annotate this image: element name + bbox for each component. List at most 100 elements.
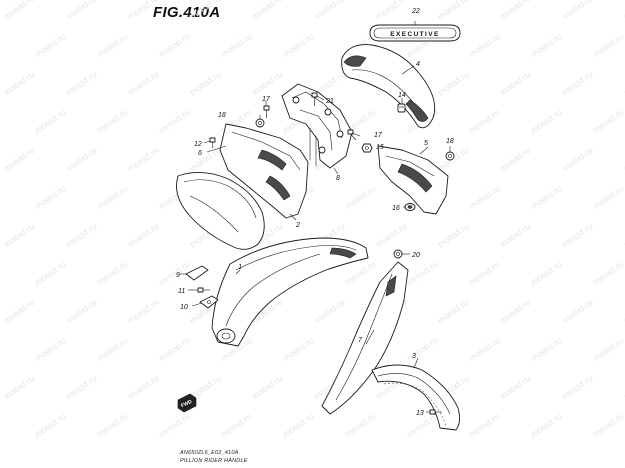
part-10-washer [199,295,219,309]
part-9-cap [185,265,209,281]
leader-lines [180,21,451,413]
watermark-text: motod.ru [250,0,285,22]
watermark-text: motod.ru [33,107,68,136]
watermark-text: motod.ru [343,411,378,440]
label-21: 21 [325,98,334,105]
watermark-text: motod.ru [436,69,471,98]
label-20: 20 [411,252,420,259]
part-6-trim-panel [219,123,309,219]
part-20-grommet [393,249,403,259]
watermark-text: motod.ru [157,411,192,440]
label-13: 13 [416,410,424,417]
watermark-text: motod.ru [64,297,99,326]
watermark-text: motod.ru [64,69,99,98]
watermark-text: motod.ru [312,297,347,326]
watermark-text: motod.ru [498,0,533,22]
watermark-text: motod.ru [591,335,625,364]
watermark-text: motod.ru [498,373,533,402]
watermark-text: motod.ru [126,145,161,174]
label-10: 10 [180,304,188,311]
fwd-arrow-icon: FWD [177,393,197,413]
label-7: 7 [358,337,363,344]
watermark-text: motod.ru [64,0,99,22]
label-2: 2 [295,222,300,229]
watermark-text: motod.ru [2,69,37,98]
part-22-executive-emblem: EXECUTIVE [369,24,461,42]
watermark-text: motod.ru [157,31,192,60]
watermark-text: motod.ru [95,107,130,136]
watermark-text: motod.ru [467,259,502,288]
part-3-inner-fender [371,364,461,431]
watermark-text: motod.ru [157,335,192,364]
label-17-upper: 17 [262,96,271,103]
watermark-text: motod.ru [281,31,316,60]
watermark-text: motod.ru [95,259,130,288]
watermark-text: motod.ru [126,297,161,326]
watermark-text: motod.ru [498,221,533,250]
label-11: 11 [178,288,185,295]
part-11-bolt [197,287,210,293]
watermark-text: motod.ru [436,221,471,250]
watermark-text: motod.ru [2,297,37,326]
watermark-text: motod.ru [126,373,161,402]
watermark-text: motod.ru [188,145,223,174]
watermark-text: motod.ru [560,0,595,22]
watermark-text: motod.ru [219,31,254,60]
watermark-text: motod.ru [591,31,625,60]
watermark-text: motod.ru [591,411,625,440]
watermark-text: motod.ru [467,335,502,364]
watermark-text: motod.ru [126,69,161,98]
watermark-text: motod.ru [250,373,285,402]
label-6: 6 [198,150,202,157]
label-5: 5 [424,140,428,147]
watermark-text: motod.ru [95,411,130,440]
part-18-washer-left [255,118,265,128]
watermark-text: motod.ru [33,259,68,288]
watermark-text: motod.ru [2,145,37,174]
watermark-text: motod.ru [188,69,223,98]
watermark-text: motod.ru [374,221,409,250]
part-17-bolt-upper [263,105,270,118]
watermark-text: motod.ru [405,335,440,364]
label-14: 14 [398,92,406,99]
watermark-text: motod.ru [498,145,533,174]
watermark-text: motod.ru [405,259,440,288]
watermark-text: motod.ru [95,31,130,60]
watermark-text: motod.ru [529,259,564,288]
label-18-left: 18 [218,112,226,119]
part-7-side-fairing [321,261,409,415]
watermark-text: motod.ru [560,145,595,174]
part-8-handle-bracket [281,83,353,169]
watermark-text: motod.ru [126,0,161,22]
figure-title: FIG.410A [153,4,221,21]
watermark-text: motod.ru [560,221,595,250]
part-5-side-cover [377,145,449,215]
watermark-text: motod.ru [560,373,595,402]
watermark-text: motod.ru [436,145,471,174]
watermark-text: motod.ru [2,0,37,22]
watermark-text: motod.ru [436,297,471,326]
watermark-layer: motod.ru motod.ru motod.ru motod.ru motod.ru… [2,0,625,440]
watermark-text: motod.ru [467,411,502,440]
watermark-text: motod.ru [591,107,625,136]
watermark-text: motod.ru [33,183,68,212]
part-17-bolt-right [347,129,357,141]
part-21-bolt [311,92,318,106]
watermark-text: motod.ru [250,69,285,98]
watermark-text: motod.ru [436,0,471,22]
watermark-text: motod.ru [591,259,625,288]
part-number-labels: 22 4 14 21 17 18 12 6 17 15 5 18 8 2 16 … [176,8,454,417]
label-15: 15 [376,144,384,151]
watermark-text: motod.ru [219,411,254,440]
label-22: 22 [411,8,420,15]
watermark-text: motod.ru [157,107,192,136]
label-9: 9 [176,272,180,279]
watermark-text: motod.ru [2,373,37,402]
watermark-text: motod.ru [467,107,502,136]
part-2-seat-cover [176,172,265,250]
watermark-text: motod.ru [312,0,347,22]
label-16: 16 [392,205,400,212]
watermark-text: motod.ru [591,183,625,212]
watermark-text: motod.ru [374,0,409,22]
